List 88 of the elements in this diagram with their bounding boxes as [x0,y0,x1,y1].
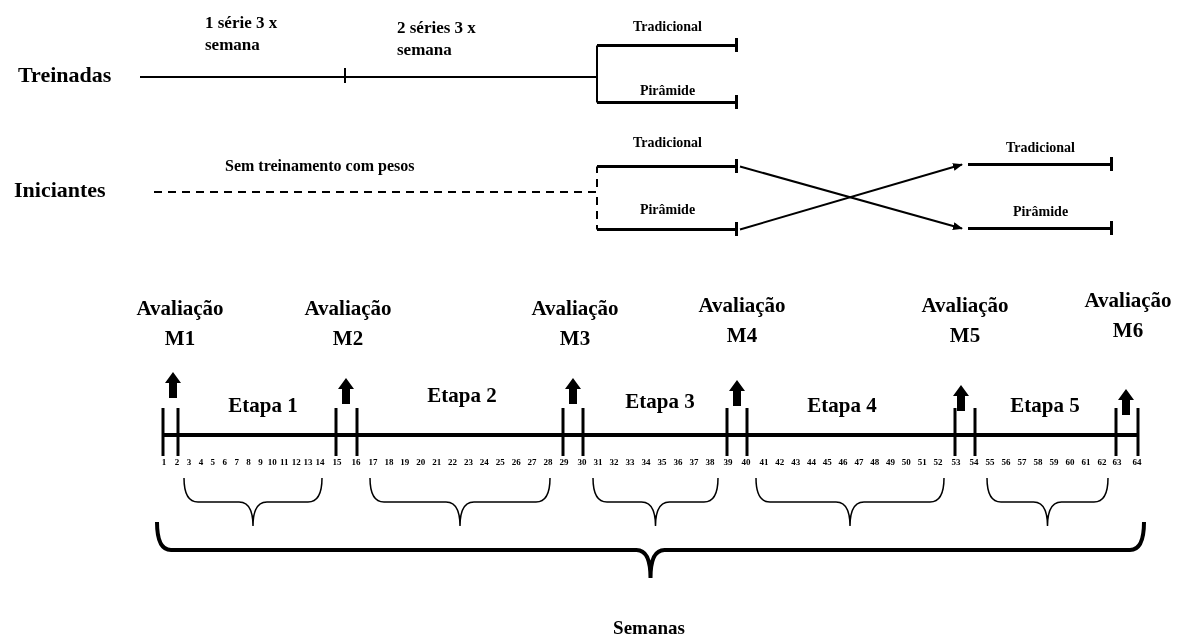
week-number: 20 [415,457,427,468]
week-number: 14 [314,457,326,468]
evaluation-label: Avaliação M2 [303,295,393,352]
week-number: 19 [399,457,411,468]
week-number: 56 [1000,457,1012,468]
branch-label: Pirâmide [1011,204,1070,220]
week-number: 36 [672,457,684,468]
week-number: 5 [209,457,217,468]
branch-label: Pirâmide [638,202,697,218]
week-number: 18 [383,457,395,468]
group-label: Iniciantes [14,177,142,205]
week-number: 43 [790,457,802,468]
week-number: 50 [900,457,912,468]
week-number: 22 [447,457,459,468]
stage-label: Etapa 1 [227,393,299,418]
week-number: 24 [478,457,490,468]
stage-label: Etapa 3 [624,389,696,414]
evaluation-label: Avaliação M5 [920,292,1010,349]
week-number: 34 [640,457,652,468]
week-number: 40 [740,457,752,468]
week-number: 38 [704,457,716,468]
week-number: 27 [526,457,538,468]
stage-label: Etapa 4 [806,393,878,418]
week-number: 64 [1131,457,1143,468]
week-number: 47 [853,457,865,468]
week-number: 32 [608,457,620,468]
branch-label: Pirâmide [638,83,697,99]
axis-title: Semanas [612,617,686,639]
week-number: 35 [656,457,668,468]
week-number: 13 [302,457,314,468]
week-number: 37 [688,457,700,468]
week-number: 21 [431,457,443,468]
week-number: 33 [624,457,636,468]
week-number: 17 [367,457,379,468]
week-number: 48 [869,457,881,468]
week-number: 30 [576,457,588,468]
evaluation-label: Avaliação M4 [697,292,787,349]
week-number: 4 [197,457,205,468]
week-number: 11 [279,457,290,468]
week-number: 3 [185,457,193,468]
branch-label: Tradicional [632,135,703,151]
stage-label: Etapa 2 [426,383,498,408]
branch-label: Tradicional [1005,140,1076,156]
week-number: 29 [558,457,570,468]
connector-line [153,191,598,231]
week-number: 61 [1080,457,1092,468]
week-number: 46 [837,457,849,468]
evaluation-label: Avaliação M1 [135,295,225,352]
week-number: 60 [1064,457,1076,468]
connector-line [139,76,598,104]
week-number: 59 [1048,457,1060,468]
week-number: 58 [1032,457,1044,468]
week-number: 7 [233,457,240,468]
phase-label: Sem treinamento com pesos [225,157,415,175]
week-number: 2 [173,457,181,468]
week-number: 63 [1111,457,1123,468]
week-number: 9 [257,457,264,468]
week-number: 28 [542,457,554,468]
week-number: 55 [984,457,996,468]
group-label: Treinadas [18,62,140,90]
week-number: 23 [462,457,474,468]
week-number: 45 [821,457,833,468]
week-number: 51 [916,457,928,468]
week-number: 8 [245,457,252,468]
week-number: 25 [494,457,506,468]
phase-label: 1 série 3 x semana [205,12,279,56]
week-number: 15 [331,457,343,468]
week-number: 31 [592,457,604,468]
week-number: 42 [774,457,786,468]
stage-label: Etapa 5 [1009,393,1081,418]
week-number: 10 [266,457,278,468]
week-number: 54 [968,457,980,468]
week-number: 26 [510,457,522,468]
week-number: 16 [350,457,362,468]
evaluation-label: Avaliação M3 [530,295,620,352]
week-number: 49 [885,457,897,468]
week-number: 1 [160,457,168,468]
branch-label: Tradicional [632,19,703,35]
week-number: 57 [1016,457,1028,468]
week-number: 6 [221,457,228,468]
week-number: 39 [722,457,734,468]
evaluation-label: Avaliação M6 [1083,287,1173,344]
week-number: 44 [805,457,817,468]
week-number: 62 [1096,457,1108,468]
week-number: 53 [950,457,962,468]
week-number: 52 [932,457,944,468]
phase-label: 2 séries 3 x semana [397,17,477,61]
week-number: 41 [758,457,770,468]
